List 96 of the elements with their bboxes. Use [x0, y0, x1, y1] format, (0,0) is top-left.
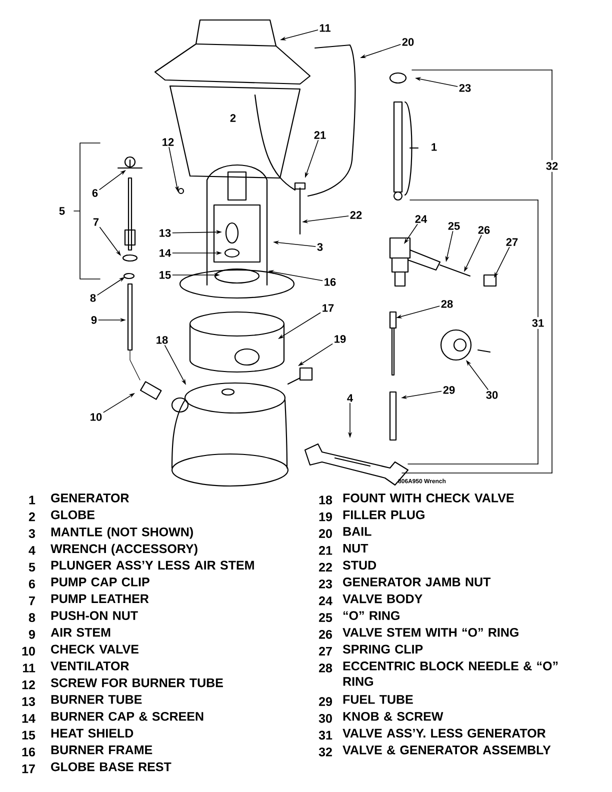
- part-name: GLOBE: [51, 510, 94, 520]
- part-name: NUT: [343, 544, 368, 553]
- part-name: FILLER PLUG: [343, 510, 424, 520]
- part-number: 22: [318, 562, 332, 572]
- part-number: 32: [318, 748, 332, 756]
- part-name: BURNER TUBE: [51, 695, 142, 704]
- part-name: VENTILATOR: [50, 662, 129, 670]
- callout-number: 29: [443, 386, 455, 394]
- callout-number: 24: [415, 215, 428, 223]
- part-name: STUD: [342, 560, 376, 570]
- part-name: FUEL TUBE: [343, 695, 413, 704]
- callout-number: 27: [506, 238, 518, 246]
- part-name: KNOB & SCREW: [343, 712, 444, 721]
- callout-number: 16: [324, 278, 336, 286]
- callout-number: 30: [486, 391, 498, 399]
- callout-number: 6: [92, 189, 98, 197]
- part-name: PUSH-ON NUT: [51, 611, 138, 620]
- part-number: 20: [318, 529, 332, 538]
- part-name: BAIL: [343, 527, 372, 536]
- callout-number: 3: [317, 243, 323, 251]
- part-number: 19: [319, 512, 332, 522]
- part-number: 2: [28, 512, 35, 522]
- part-name: VALVE BODY: [342, 594, 422, 604]
- part-number: 8: [28, 613, 36, 622]
- callout-number: 31: [530, 317, 546, 329]
- part-name: BURNER FRAME: [51, 746, 152, 754]
- part-number: 1: [29, 496, 36, 504]
- part-number: 11: [23, 664, 36, 672]
- part-number: 6: [28, 580, 35, 588]
- part-number: 4: [28, 546, 36, 555]
- part-number: 18: [319, 496, 332, 504]
- part-number: 27: [318, 646, 332, 656]
- part-name: SPRING CLIP: [342, 644, 423, 654]
- callout-number: 4: [347, 394, 353, 402]
- part-number: 13: [22, 697, 35, 706]
- part-name: VALVE & GENERATOR ASSEMBLY: [342, 746, 551, 754]
- part-name: “O” RING: [343, 611, 400, 620]
- part-number: 14: [22, 714, 36, 723]
- part-number: 10: [22, 646, 35, 656]
- part-name: ECCENTRIC BLOCK NEEDLE & “O” RING: [343, 662, 558, 686]
- callout-number: 14: [160, 249, 172, 257]
- part-number: 12: [22, 680, 35, 690]
- callout-number: 10: [90, 413, 102, 421]
- callout-number: 25: [448, 222, 460, 230]
- callout-number: 19: [334, 335, 346, 343]
- part-number: 23: [318, 580, 332, 588]
- part-number: 21: [318, 546, 332, 555]
- part-number: 26: [318, 630, 332, 639]
- part-number: 30: [318, 714, 332, 723]
- part-name: PLUNGER ASS’Y LESS AIR STEM: [51, 560, 254, 570]
- part-name: VALVE STEM WITH “O” RING: [342, 628, 518, 637]
- callout-number: 20: [402, 38, 414, 46]
- part-name: WRENCH (ACCESSORY): [50, 544, 198, 556]
- callout-number: 28: [441, 300, 453, 308]
- callout-number: 17: [322, 304, 334, 312]
- part-name: FOUNT WITH CHECK VALVE: [343, 494, 514, 502]
- part-name: PUMP CAP CLIP: [51, 578, 150, 586]
- callout-number: 26: [478, 226, 490, 234]
- part-number: 16: [22, 748, 35, 756]
- callout-number: 2: [228, 112, 238, 124]
- callout-number: 11: [320, 24, 330, 32]
- callout-number: 8: [90, 294, 96, 302]
- part-number: 15: [22, 730, 36, 740]
- callout-number: 21: [314, 131, 326, 139]
- callout-number: 1: [428, 141, 440, 153]
- part-name: BURNER CAP & SCREEN: [51, 712, 204, 721]
- part-name: SCREW FOR BURNER TUBE: [50, 678, 223, 688]
- part-name: AIR STEM: [50, 628, 110, 637]
- part-number: 29: [318, 697, 332, 706]
- part-number: 31: [318, 730, 332, 740]
- callout-number: 15: [160, 271, 171, 279]
- callout-number: 7: [93, 218, 99, 226]
- part-number: 3: [28, 529, 35, 538]
- part-name: GLOBE BASE REST: [51, 762, 172, 772]
- part-name: CHECK VALVE: [51, 644, 138, 654]
- part-number: 24: [318, 596, 332, 606]
- callout-number: 5: [56, 205, 68, 217]
- part-number: 7: [29, 596, 35, 606]
- callout-number: 12: [162, 138, 174, 146]
- part-name: GENERATOR JAMB NUT: [343, 578, 491, 586]
- part-name: GENERATOR: [51, 494, 129, 502]
- part-name: HEAT SHIELD: [51, 728, 134, 738]
- part-number: 5: [28, 562, 36, 572]
- callout-number: 32: [544, 160, 560, 172]
- callout-number: 22: [350, 211, 362, 219]
- part-number: 28: [318, 664, 332, 672]
- part-number: 17: [22, 764, 35, 774]
- callout-number: 18: [156, 336, 168, 344]
- part-name: PUMP LEATHER: [51, 594, 149, 604]
- part-number: 9: [28, 630, 35, 639]
- part-number: 25: [318, 613, 332, 622]
- callout-number: 23: [459, 84, 471, 92]
- callout-number: 9: [91, 316, 97, 324]
- part-name: MANTLE (NOT SHOWN): [51, 527, 193, 539]
- callout-number: 13: [160, 229, 171, 237]
- part-name: VALVE ASS’Y. LESS GENERATOR: [342, 728, 546, 738]
